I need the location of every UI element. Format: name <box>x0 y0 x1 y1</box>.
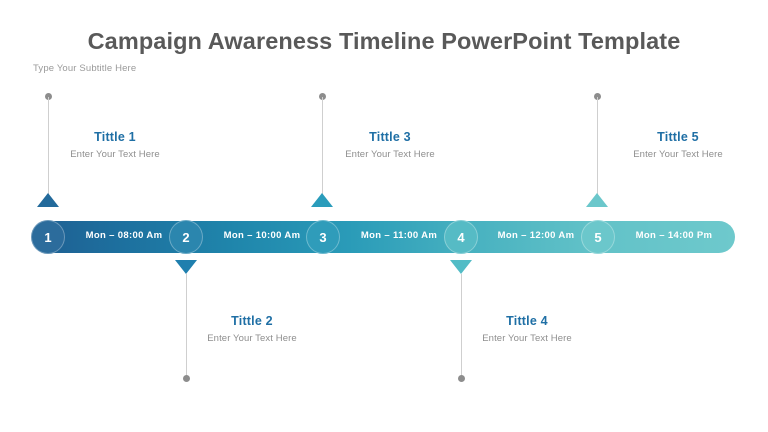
milestone-heading-2: Tittle 2 <box>231 314 273 328</box>
marker-triangle-1 <box>37 193 59 207</box>
marker-triangle-3 <box>311 193 333 207</box>
connector-dot-4 <box>458 375 465 382</box>
timeline-time-label-4: Mon – 12:00 Am <box>497 230 575 241</box>
connector-stem-2 <box>186 274 187 376</box>
milestone-heading-5: Tittle 5 <box>657 130 699 144</box>
connector-dot-2 <box>183 375 190 382</box>
marker-triangle-4 <box>450 260 472 274</box>
milestone-block-2: Tittle 2 Enter Your Text Here <box>152 314 352 344</box>
milestone-body-3: Enter Your Text Here <box>345 149 435 160</box>
milestone-body-4: Enter Your Text Here <box>482 333 572 344</box>
milestone-block-4: Tittle 4 Enter Your Text Here <box>427 314 627 344</box>
marker-triangle-2 <box>175 260 197 274</box>
timeline-time-label-2: Mon – 10:00 Am <box>223 230 301 241</box>
connector-dot-1 <box>45 93 52 100</box>
milestone-block-3: Tittle 3 Enter Your Text Here <box>290 130 490 160</box>
timeline-node-5[interactable]: 5 <box>581 220 615 254</box>
connector-dot-3 <box>319 93 326 100</box>
timeline-node-2[interactable]: 2 <box>169 220 203 254</box>
timeline-time-label-5: Mon – 14:00 Pm <box>635 230 713 241</box>
page-title: Campaign Awareness Timeline PowerPoint T… <box>87 28 681 54</box>
milestone-block-5: Tittle 5 Enter Your Text Here <box>578 130 768 160</box>
milestone-heading-4: Tittle 4 <box>506 314 548 328</box>
timeline-node-1[interactable]: 1 <box>31 220 65 254</box>
connector-stem-3 <box>322 97 323 195</box>
milestone-heading-1: Tittle 1 <box>94 130 136 144</box>
marker-triangle-5 <box>586 193 608 207</box>
connector-stem-4 <box>461 274 462 376</box>
milestone-heading-3: Tittle 3 <box>369 130 411 144</box>
milestone-body-5: Enter Your Text Here <box>633 149 723 160</box>
milestone-block-1: Tittle 1 Enter Your Text Here <box>15 130 215 160</box>
connector-stem-1 <box>48 97 49 195</box>
connector-stem-5 <box>597 97 598 195</box>
timeline-time-label-1: Mon – 08:00 Am <box>85 230 163 241</box>
page-subtitle: Type Your Subtitle Here <box>33 63 137 74</box>
timeline-node-3[interactable]: 3 <box>306 220 340 254</box>
timeline-time-label-3: Mon – 11:00 Am <box>360 230 438 241</box>
connector-dot-5 <box>594 93 601 100</box>
timeline-bar <box>33 221 735 253</box>
milestone-body-1: Enter Your Text Here <box>70 149 160 160</box>
milestone-body-2: Enter Your Text Here <box>207 333 297 344</box>
timeline-node-4[interactable]: 4 <box>444 220 478 254</box>
